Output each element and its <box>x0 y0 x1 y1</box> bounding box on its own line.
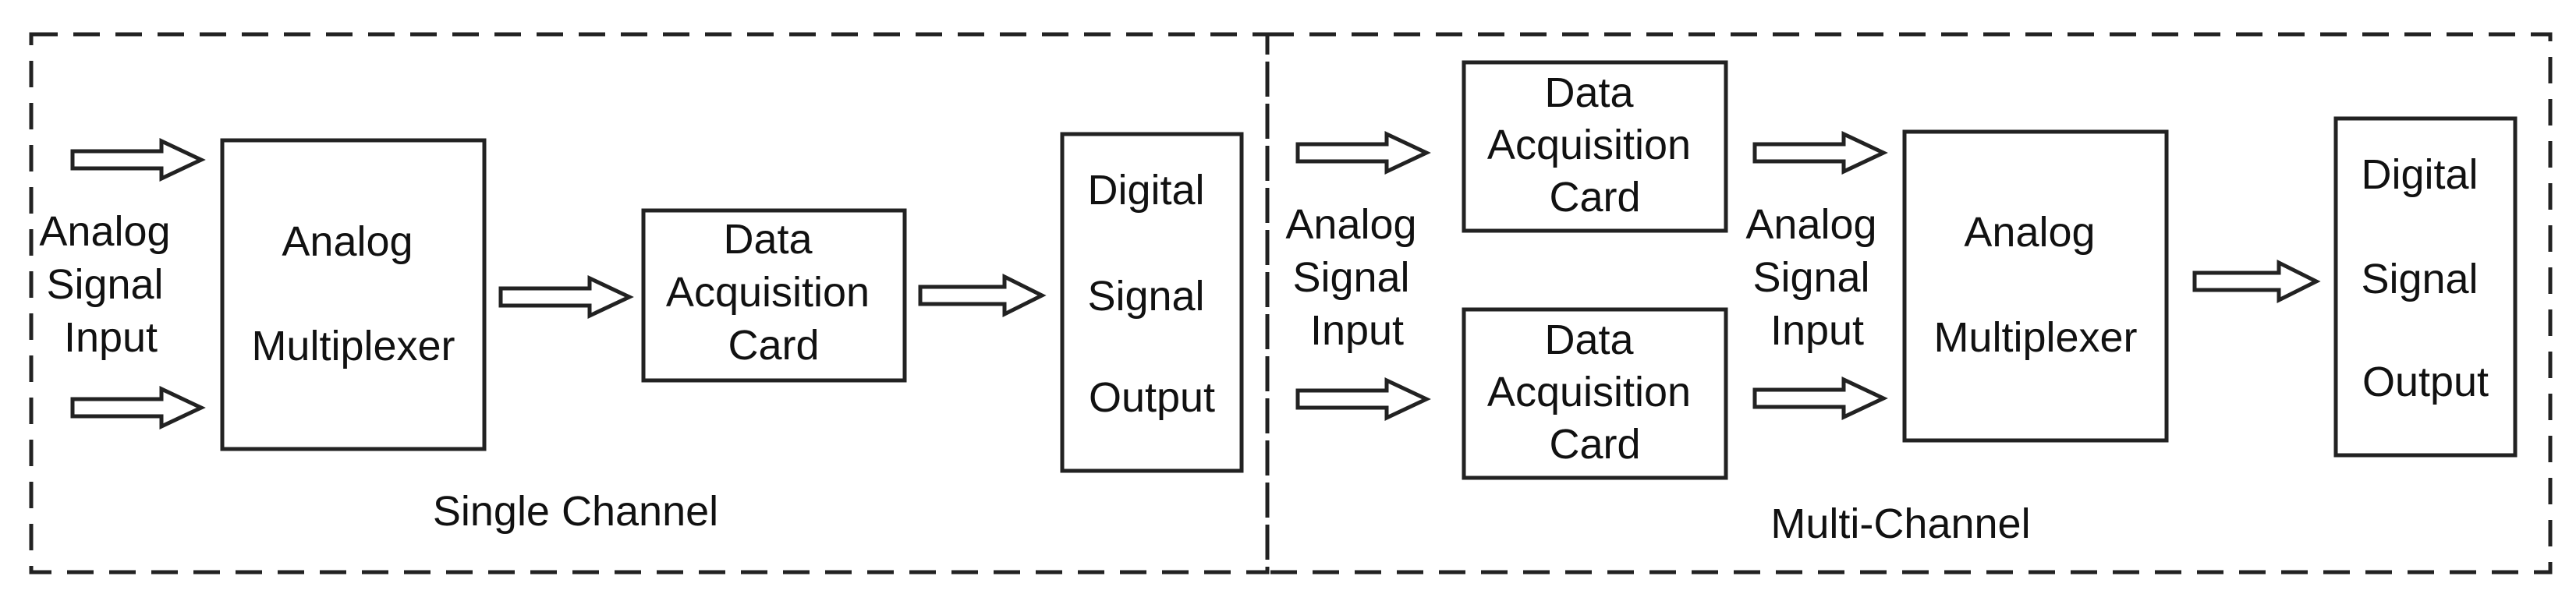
multi-daq-top-to-mux-arrow <box>1752 131 1888 175</box>
single-digital-output-box <box>1060 132 1244 473</box>
multi-analog-multiplexer-box <box>1902 129 2169 443</box>
multi-multiplexer-label: Analog Multiplexer <box>1933 209 2137 361</box>
single-analog-multiplexer-box <box>220 138 487 451</box>
single-daq-to-output-arrow <box>918 273 1047 318</box>
multi-daq-card-top-box <box>1462 60 1728 233</box>
multi-daq-card-top-label: Data Acquisition Card <box>1487 69 1703 221</box>
multi-input-label: Analog Signal Input <box>1285 201 1428 354</box>
multi-channel-section-label: Multi-Channel <box>1770 500 2030 547</box>
multi-input-arrow-top <box>1295 131 1431 175</box>
single-channel-section-label: Single Channel <box>433 488 718 535</box>
multi-mux-to-output-arrow <box>2192 259 2321 304</box>
multi-output-label: Digital Signal Output <box>2361 151 2489 405</box>
multi-daq-bottom-to-mux-arrow <box>1752 377 1888 420</box>
multi-daq-card-bottom-box <box>1462 307 1728 480</box>
multi-input-arrow-bottom <box>1295 377 1431 421</box>
multi-daq-card-bottom-label: Data Acquisition Card <box>1487 316 1703 468</box>
single-input-arrow-bottom <box>70 386 206 430</box>
single-mux-to-daq-arrow <box>498 275 634 319</box>
multi-digital-output-box <box>2333 116 2518 458</box>
multi-middle-input-label: Analog Signal Input <box>1745 201 1888 354</box>
multi-channel-frame <box>1265 32 2553 574</box>
single-output-label: Digital Signal Output <box>1087 167 1216 421</box>
single-multiplexer-label: Analog Multiplexer <box>251 218 455 369</box>
single-daq-card-label: Data Acquisition Card <box>666 216 881 369</box>
single-daq-card-box <box>641 208 907 383</box>
single-input-label: Analog Signal Input <box>39 208 182 361</box>
single-input-arrow-top <box>70 138 206 182</box>
